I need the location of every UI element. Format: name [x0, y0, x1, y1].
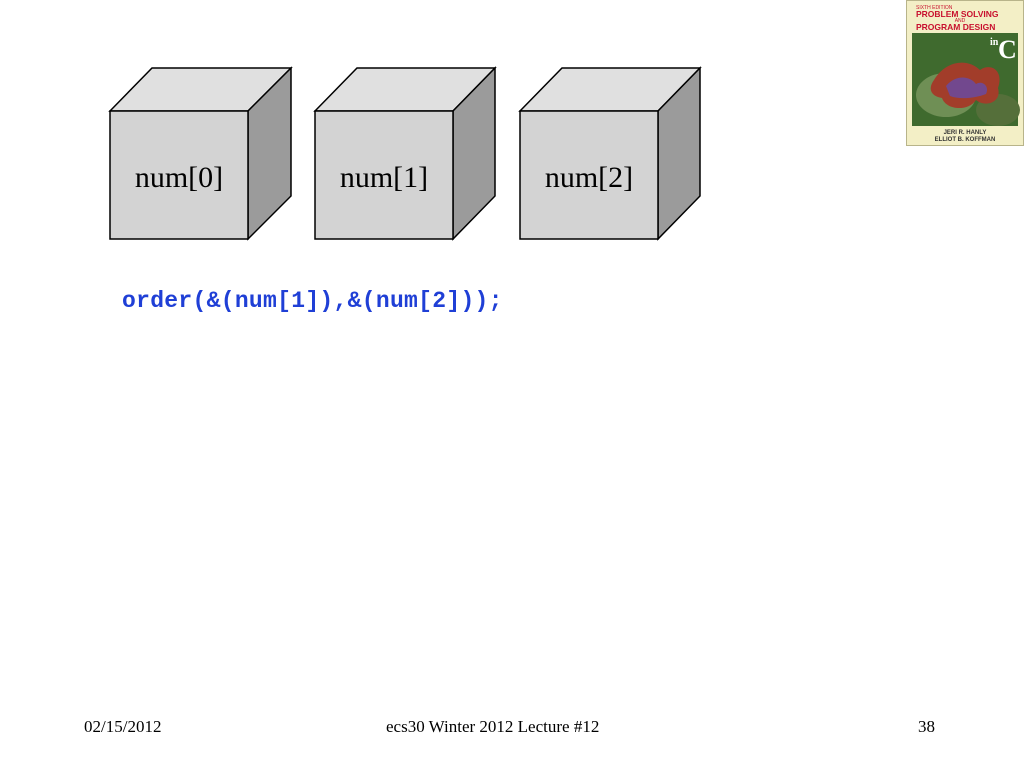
array-cell-0: num[0]: [110, 68, 291, 239]
code-line: order(&(num[1]),&(num[2]));: [122, 288, 503, 314]
book-author-2: ELLIOT B. KOFFMAN: [935, 137, 996, 143]
footer-title: ecs30 Winter 2012 Lecture #12: [386, 717, 599, 737]
array-cell-1: num[1]: [315, 68, 495, 239]
array-diagram: num[0] num[1] num[2]: [0, 0, 740, 260]
cell-label: num[1]: [340, 161, 428, 194]
book-author-1: JERI R. HANLY: [944, 130, 987, 136]
book-title-line2: PROGRAM DESIGN: [916, 22, 995, 32]
book-cover-image: SIXTH EDITION PROBLEM SOLVING AND PROGRA…: [906, 0, 1024, 146]
footer-page-number: 38: [918, 717, 935, 737]
array-cell-2: num[2]: [520, 68, 700, 239]
footer-date: 02/15/2012: [84, 717, 161, 737]
book-language: C: [998, 35, 1017, 64]
cell-label: num[2]: [545, 161, 633, 194]
cell-label: num[0]: [135, 161, 223, 194]
